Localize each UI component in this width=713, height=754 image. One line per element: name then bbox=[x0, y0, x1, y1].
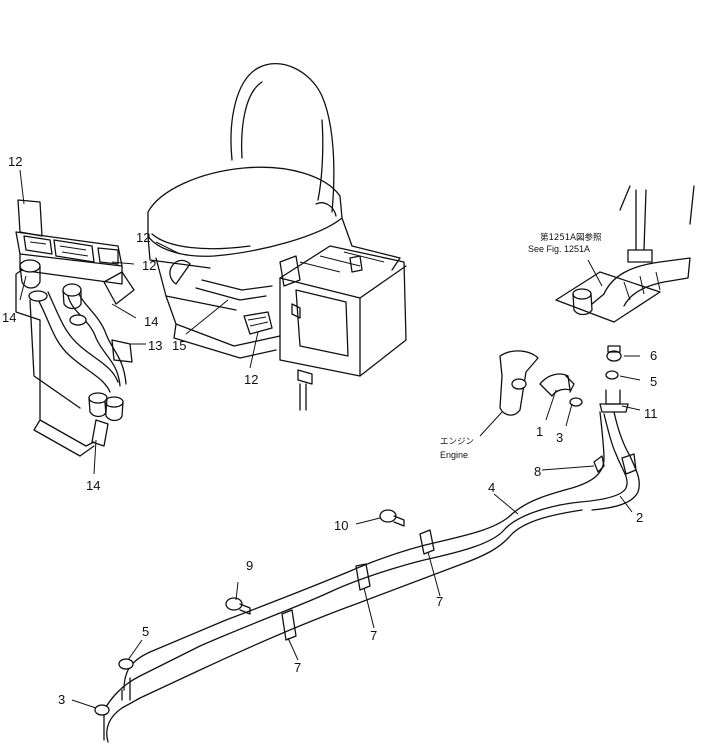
callout-4: 4 bbox=[488, 480, 495, 495]
callout-7-b: 7 bbox=[370, 628, 377, 643]
engine-label-jp: エンジン bbox=[440, 437, 474, 447]
callout-numbers: 12 12 12 12 14 14 14 13 15 6 5 11 1 3 8 … bbox=[2, 154, 658, 707]
callout-9: 9 bbox=[246, 558, 253, 573]
callout-3-b: 3 bbox=[58, 692, 65, 707]
callout-11: 11 bbox=[644, 406, 658, 421]
callout-5-a: 5 bbox=[650, 374, 657, 389]
callout-2: 2 bbox=[636, 510, 643, 525]
bolts bbox=[225, 509, 405, 615]
hose-2 bbox=[103, 411, 640, 741]
callout-6: 6 bbox=[650, 348, 657, 363]
callout-7-a: 7 bbox=[436, 594, 443, 609]
callout-8: 8 bbox=[534, 464, 541, 479]
reference-note-jp: 第1251A図参照 bbox=[540, 232, 602, 243]
callout-14-a: 14 bbox=[2, 310, 16, 325]
callout-3-a: 3 bbox=[556, 430, 563, 445]
hose-clamps bbox=[94, 455, 605, 716]
callout-12-a: 12 bbox=[8, 154, 22, 169]
leader-lines bbox=[19, 169, 641, 709]
reference-note-en: See Fig. 1251A bbox=[528, 244, 590, 254]
heater-pipe-upper bbox=[555, 185, 695, 323]
text-notes: 第1251A図参照 See Fig. 1251A エンジン Engine bbox=[440, 232, 602, 460]
callout-14-c: 14 bbox=[86, 478, 100, 493]
callout-15: 15 bbox=[172, 338, 186, 353]
callout-10: 10 bbox=[334, 518, 348, 533]
callout-1: 1 bbox=[536, 424, 543, 439]
duct-assembly bbox=[15, 199, 135, 457]
callout-12-c: 12 bbox=[142, 258, 156, 273]
callout-14-b: 14 bbox=[144, 314, 158, 329]
operator-seat bbox=[147, 63, 401, 359]
callout-7-c: 7 bbox=[294, 660, 301, 675]
engine-label-en: Engine bbox=[440, 450, 468, 460]
callout-12-b: 12 bbox=[136, 230, 150, 245]
callout-13: 13 bbox=[148, 338, 162, 353]
heater-unit bbox=[279, 245, 407, 411]
hose-4 bbox=[106, 411, 605, 743]
callout-5-b: 5 bbox=[142, 624, 149, 639]
engine-fittings bbox=[499, 345, 629, 416]
callout-12-d: 12 bbox=[244, 372, 258, 387]
